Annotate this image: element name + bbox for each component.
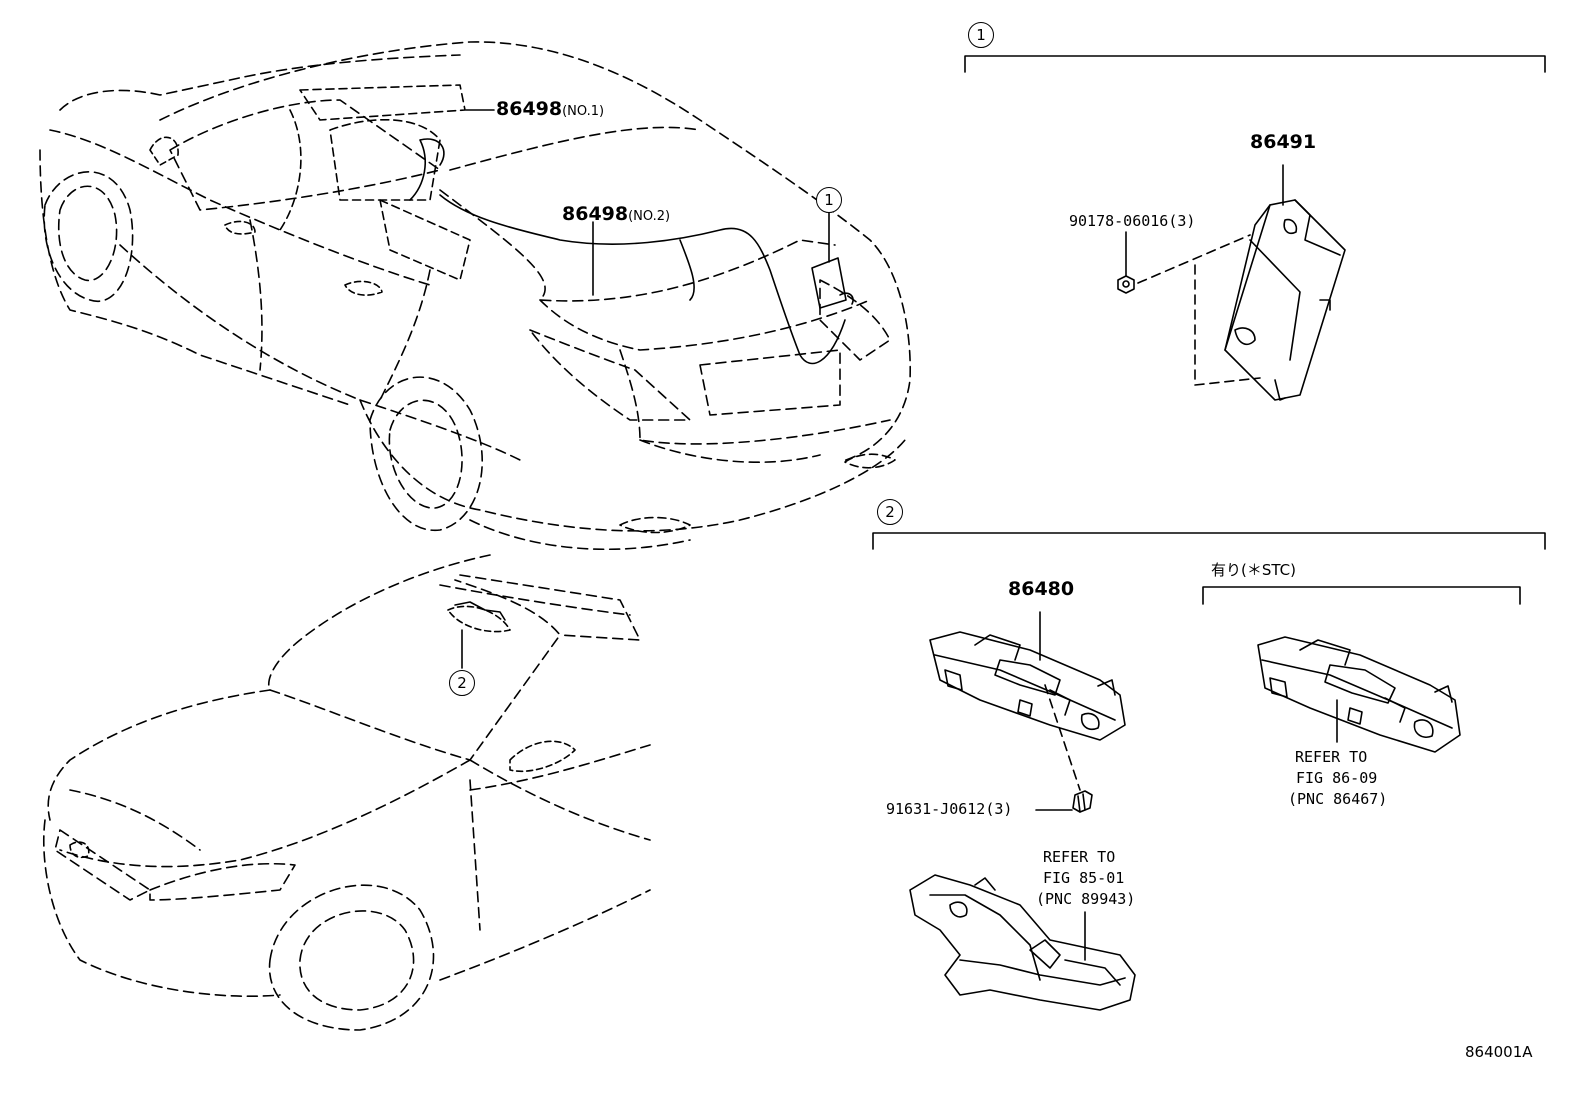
part-variant: (NO.2) xyxy=(628,209,671,224)
part-variant: (NO.1) xyxy=(562,104,605,119)
part-86480-illustration xyxy=(929,611,1126,791)
group-2-bracket xyxy=(872,532,1546,550)
diagram-code: 864001A xyxy=(1465,1043,1533,1061)
rear-car-illustration xyxy=(39,41,912,551)
callout-1-group: 1 xyxy=(968,22,994,48)
refer-note-85-01-line2: FIG 85-01 xyxy=(1043,869,1125,887)
part-label-90178: 90178-06016(3) xyxy=(1069,212,1196,230)
option-stc-bracket xyxy=(1202,586,1521,605)
refer-note-86-09-line2: FIG 86-09 xyxy=(1296,769,1378,787)
nut-90178-illustration xyxy=(1117,231,1261,386)
screw-91631-illustration xyxy=(1035,790,1093,813)
part-86491-illustration xyxy=(1224,164,1346,401)
part-label-86498-no2: 86498(NO.2) xyxy=(562,205,670,224)
option-stc-note: 有り(＊STC) xyxy=(1211,561,1296,579)
part-label-91631: 91631-J0612(3) xyxy=(886,800,1013,818)
part-label-86498-no1: 86498(NO.1) xyxy=(496,100,604,119)
front-car-illustration xyxy=(42,554,651,1031)
callout-2-front-car: 2 xyxy=(449,670,475,696)
refer-note-85-01-line3: (PNC 89943) xyxy=(1036,890,1136,908)
part-number: 86498 xyxy=(562,203,629,225)
callout-1-rear-car: 1 xyxy=(816,187,842,213)
part-number: 86498 xyxy=(496,98,563,120)
group-1-bracket xyxy=(964,55,1546,73)
part-label-86480: 86480 xyxy=(1008,578,1075,600)
refer-note-85-01-line1: REFER TO xyxy=(1043,848,1116,866)
refer-note-86-09-line3: (PNC 86467) xyxy=(1288,790,1388,808)
part-label-86491: 86491 xyxy=(1250,131,1317,153)
cover-89943-illustration xyxy=(909,874,1136,1011)
part-86467-illustration xyxy=(1257,636,1461,753)
refer-note-86-09-line1: REFER TO xyxy=(1295,748,1368,766)
callout-2-group: 2 xyxy=(877,499,903,525)
